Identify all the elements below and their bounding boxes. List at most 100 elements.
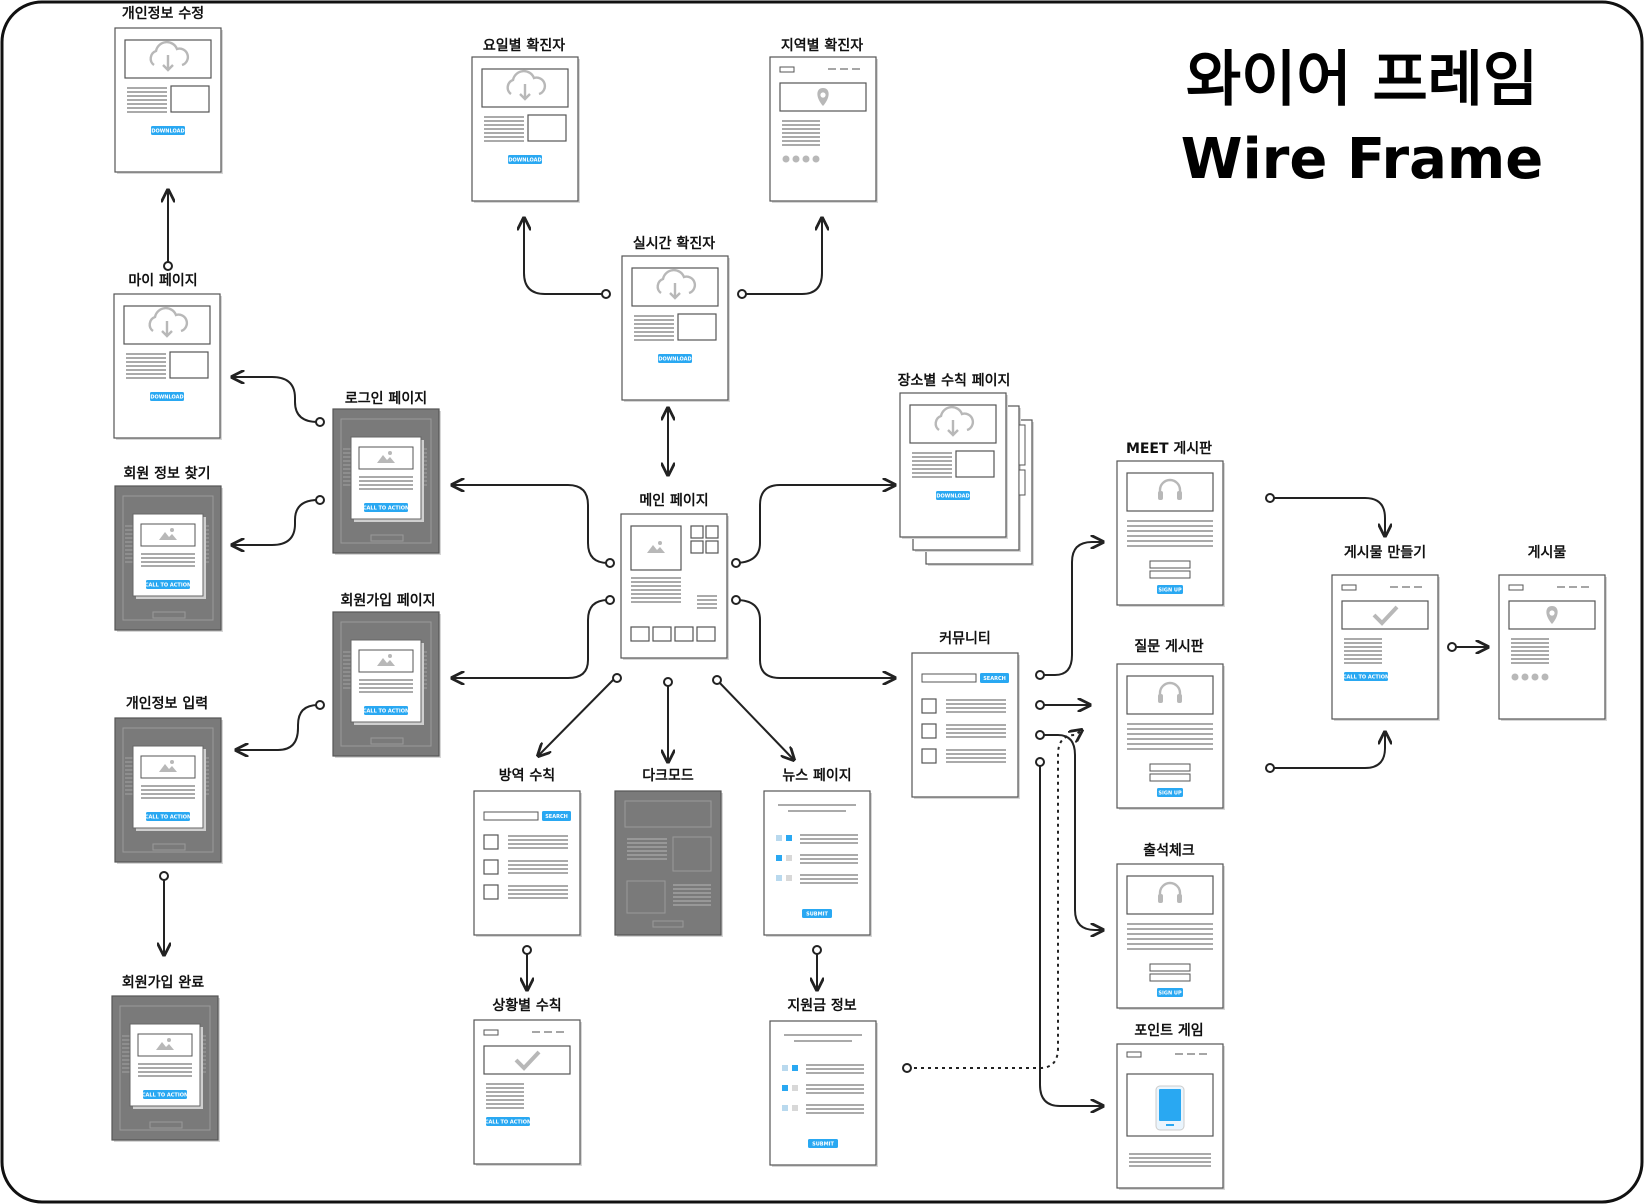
board-wireframe: SIGN UP <box>1116 460 1225 607</box>
image-icon-sun <box>388 654 392 658</box>
download-arrow-icon <box>947 420 959 437</box>
check-box <box>1341 600 1429 630</box>
search-button <box>980 673 1009 683</box>
news-wireframe: SUBMIT <box>763 790 872 937</box>
bg-outline <box>340 621 432 747</box>
node-label-signup: 회원가입 페이지 <box>340 592 435 609</box>
modal-wireframe: CALL TO ACTION <box>114 717 223 864</box>
connector-dots <box>159 261 1457 1073</box>
connector-dot <box>1265 763 1275 773</box>
bullet-square <box>776 835 782 841</box>
cta-button-label: CALL TO ACTION <box>142 1093 188 1099</box>
bullet-square <box>786 835 792 841</box>
headphones-icon <box>1158 681 1182 699</box>
bg-footer <box>149 1121 183 1129</box>
tile-box <box>696 626 716 642</box>
cta-button <box>1157 988 1183 997</box>
form-input <box>1149 973 1191 982</box>
arrow-main-news <box>716 679 794 760</box>
connector-dot <box>737 289 747 299</box>
dark-bottom-box <box>626 880 666 914</box>
side-box <box>527 114 567 142</box>
arrow-login-findmember <box>232 499 319 545</box>
smartphone-screen <box>1159 1089 1181 1121</box>
cloud-download-icon <box>506 69 547 96</box>
main-image-box <box>630 525 682 571</box>
image-icon <box>159 532 177 540</box>
logo-box <box>1126 1051 1142 1058</box>
pagination-dot <box>1541 673 1549 681</box>
tile-box <box>652 626 672 642</box>
modal-wireframe: CALL TO ACTION <box>114 485 223 632</box>
connector-dot <box>605 595 615 605</box>
bullet-square <box>792 1065 798 1071</box>
connector-dot <box>1447 642 1457 652</box>
checkbox-square <box>921 698 937 714</box>
cta-button <box>508 155 542 164</box>
cta-button-label: DOWNLOAD <box>151 129 184 135</box>
search-input <box>921 673 977 683</box>
cta-button <box>146 580 190 589</box>
map-pin-hole <box>1549 610 1555 616</box>
bullet-square <box>792 1085 798 1091</box>
bg-footer <box>152 843 186 851</box>
node-label-find_member: 회원 정보 찾기 <box>123 465 210 482</box>
post-wireframe <box>1498 574 1607 721</box>
form-input <box>1149 763 1191 772</box>
cta-button <box>1344 672 1388 681</box>
headphones-ear-left <box>1158 894 1163 903</box>
node-label-subsidy: 지원금 정보 <box>787 997 856 1014</box>
cta-button-label: DOWNLOAD <box>508 158 541 164</box>
form-input <box>1149 773 1191 782</box>
cta-button-label: DOWNLOAD <box>150 395 183 401</box>
stack-tab <box>1018 424 1026 466</box>
bullet-square <box>782 1085 788 1091</box>
node-label-my_page: 마이 페이지 <box>128 272 197 289</box>
search-button <box>542 811 571 821</box>
side-box <box>955 450 995 478</box>
search-input <box>483 811 539 821</box>
cloud-download-icon <box>149 40 190 67</box>
node-label-quarantine_rules: 방역 수칙 <box>499 767 555 784</box>
hero-box <box>1126 675 1214 715</box>
bullet-square <box>782 1105 788 1111</box>
cloud-download-icon <box>148 306 189 333</box>
node-label-weekday_cases: 요일별 확진자 <box>483 37 565 54</box>
image-icon-sun <box>167 1038 171 1042</box>
dark-side-box <box>672 836 712 872</box>
cta-button <box>486 1117 530 1126</box>
arrow-community-attendance <box>1040 734 1103 930</box>
arrow-main-community <box>735 599 895 678</box>
cta-button-label: SUBMIT <box>812 1142 834 1148</box>
image-icon-sun <box>170 528 174 532</box>
dark-header-box <box>624 800 712 828</box>
connector-dot <box>159 871 169 881</box>
node-label-meet_board: MEET 게시판 <box>1126 441 1212 457</box>
checkmark-icon <box>1372 605 1399 626</box>
logo-box <box>483 1029 499 1036</box>
headphones-icon <box>1158 478 1182 496</box>
node-label-point_game: 포인트 게임 <box>1134 1022 1203 1039</box>
node-label-dark_mode: 다크모드 <box>642 768 694 784</box>
image-icon <box>647 545 665 553</box>
cloud-download-icon <box>656 268 697 295</box>
connector-dot <box>605 558 615 568</box>
check-wireframe: CALL TO ACTION <box>473 1019 582 1166</box>
tile-box <box>674 626 694 642</box>
thumbnail-box <box>690 540 704 554</box>
node-label-edit_profile: 개인정보 수정 <box>122 5 204 22</box>
image-icon-sun <box>388 451 392 455</box>
bg-footer <box>152 611 186 619</box>
hero-box <box>1126 472 1214 512</box>
cta-button-label: CALL TO ACTION <box>485 1120 531 1126</box>
cta-button-label: SIGN UP <box>1158 791 1182 797</box>
pagination-dot <box>802 155 810 163</box>
cta-button-label: CALL TO ACTION <box>145 815 191 821</box>
headphones-icon <box>1158 881 1182 899</box>
cta-button-label: DOWNLOAD <box>658 357 691 363</box>
arrow-subsidy-community <box>907 730 1082 1069</box>
bg-outline <box>119 1005 211 1131</box>
node-label-place_rules: 장소별 수칙 페이지 <box>898 372 1011 389</box>
